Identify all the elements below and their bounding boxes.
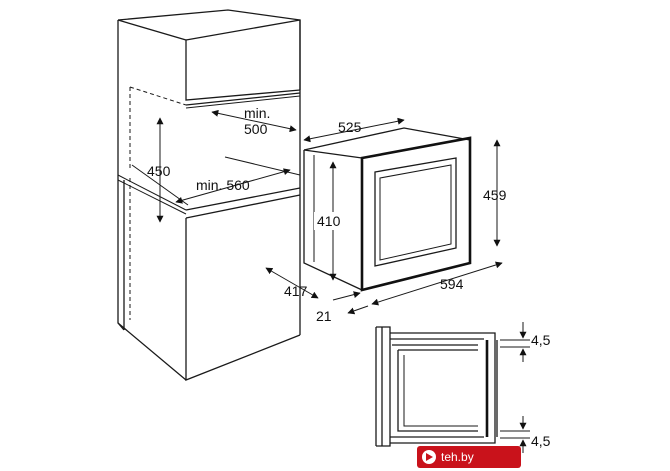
dim-front-height: 410 <box>314 161 352 281</box>
dim-gap-bottom: 4,5 <box>500 416 551 453</box>
depth-min-value: 500 <box>244 121 268 137</box>
dim-appliance-height: 459 <box>483 139 507 247</box>
frame-offset-label: 21 <box>316 308 332 324</box>
dim-gap-top: 4,5 <box>500 322 551 362</box>
depth-min-label: min. <box>244 105 270 121</box>
dim-cabinet-depth: 417 <box>265 267 319 299</box>
play-logo-icon <box>422 450 436 464</box>
width-min-label: min. 560 <box>196 177 250 193</box>
appliance-height-label: 459 <box>483 187 507 203</box>
appliance-depth-label: 525 <box>338 119 362 135</box>
watermark: teh.by <box>417 446 521 468</box>
appliance <box>303 127 472 292</box>
front-height-label: 410 <box>317 213 341 229</box>
dim-front-width: 594 <box>371 261 503 306</box>
tall-cabinet <box>117 9 301 381</box>
dim-niche-height: 450 <box>147 117 171 223</box>
dim-depth-min: min. 500 <box>211 105 297 137</box>
dim-appliance-depth: 525 <box>303 117 405 143</box>
side-section-detail <box>375 326 498 447</box>
watermark-text: teh.by <box>441 450 474 464</box>
cabinet-depth-label: 417 <box>284 283 308 299</box>
niche-height-label: 450 <box>147 163 171 179</box>
dim-width-min: min. 560 <box>175 168 291 204</box>
dim-frame-offset: 21 <box>316 291 369 324</box>
gap-bottom-label: 4,5 <box>531 433 551 449</box>
front-width-label: 594 <box>440 276 464 292</box>
gap-top-label: 4,5 <box>531 332 551 348</box>
